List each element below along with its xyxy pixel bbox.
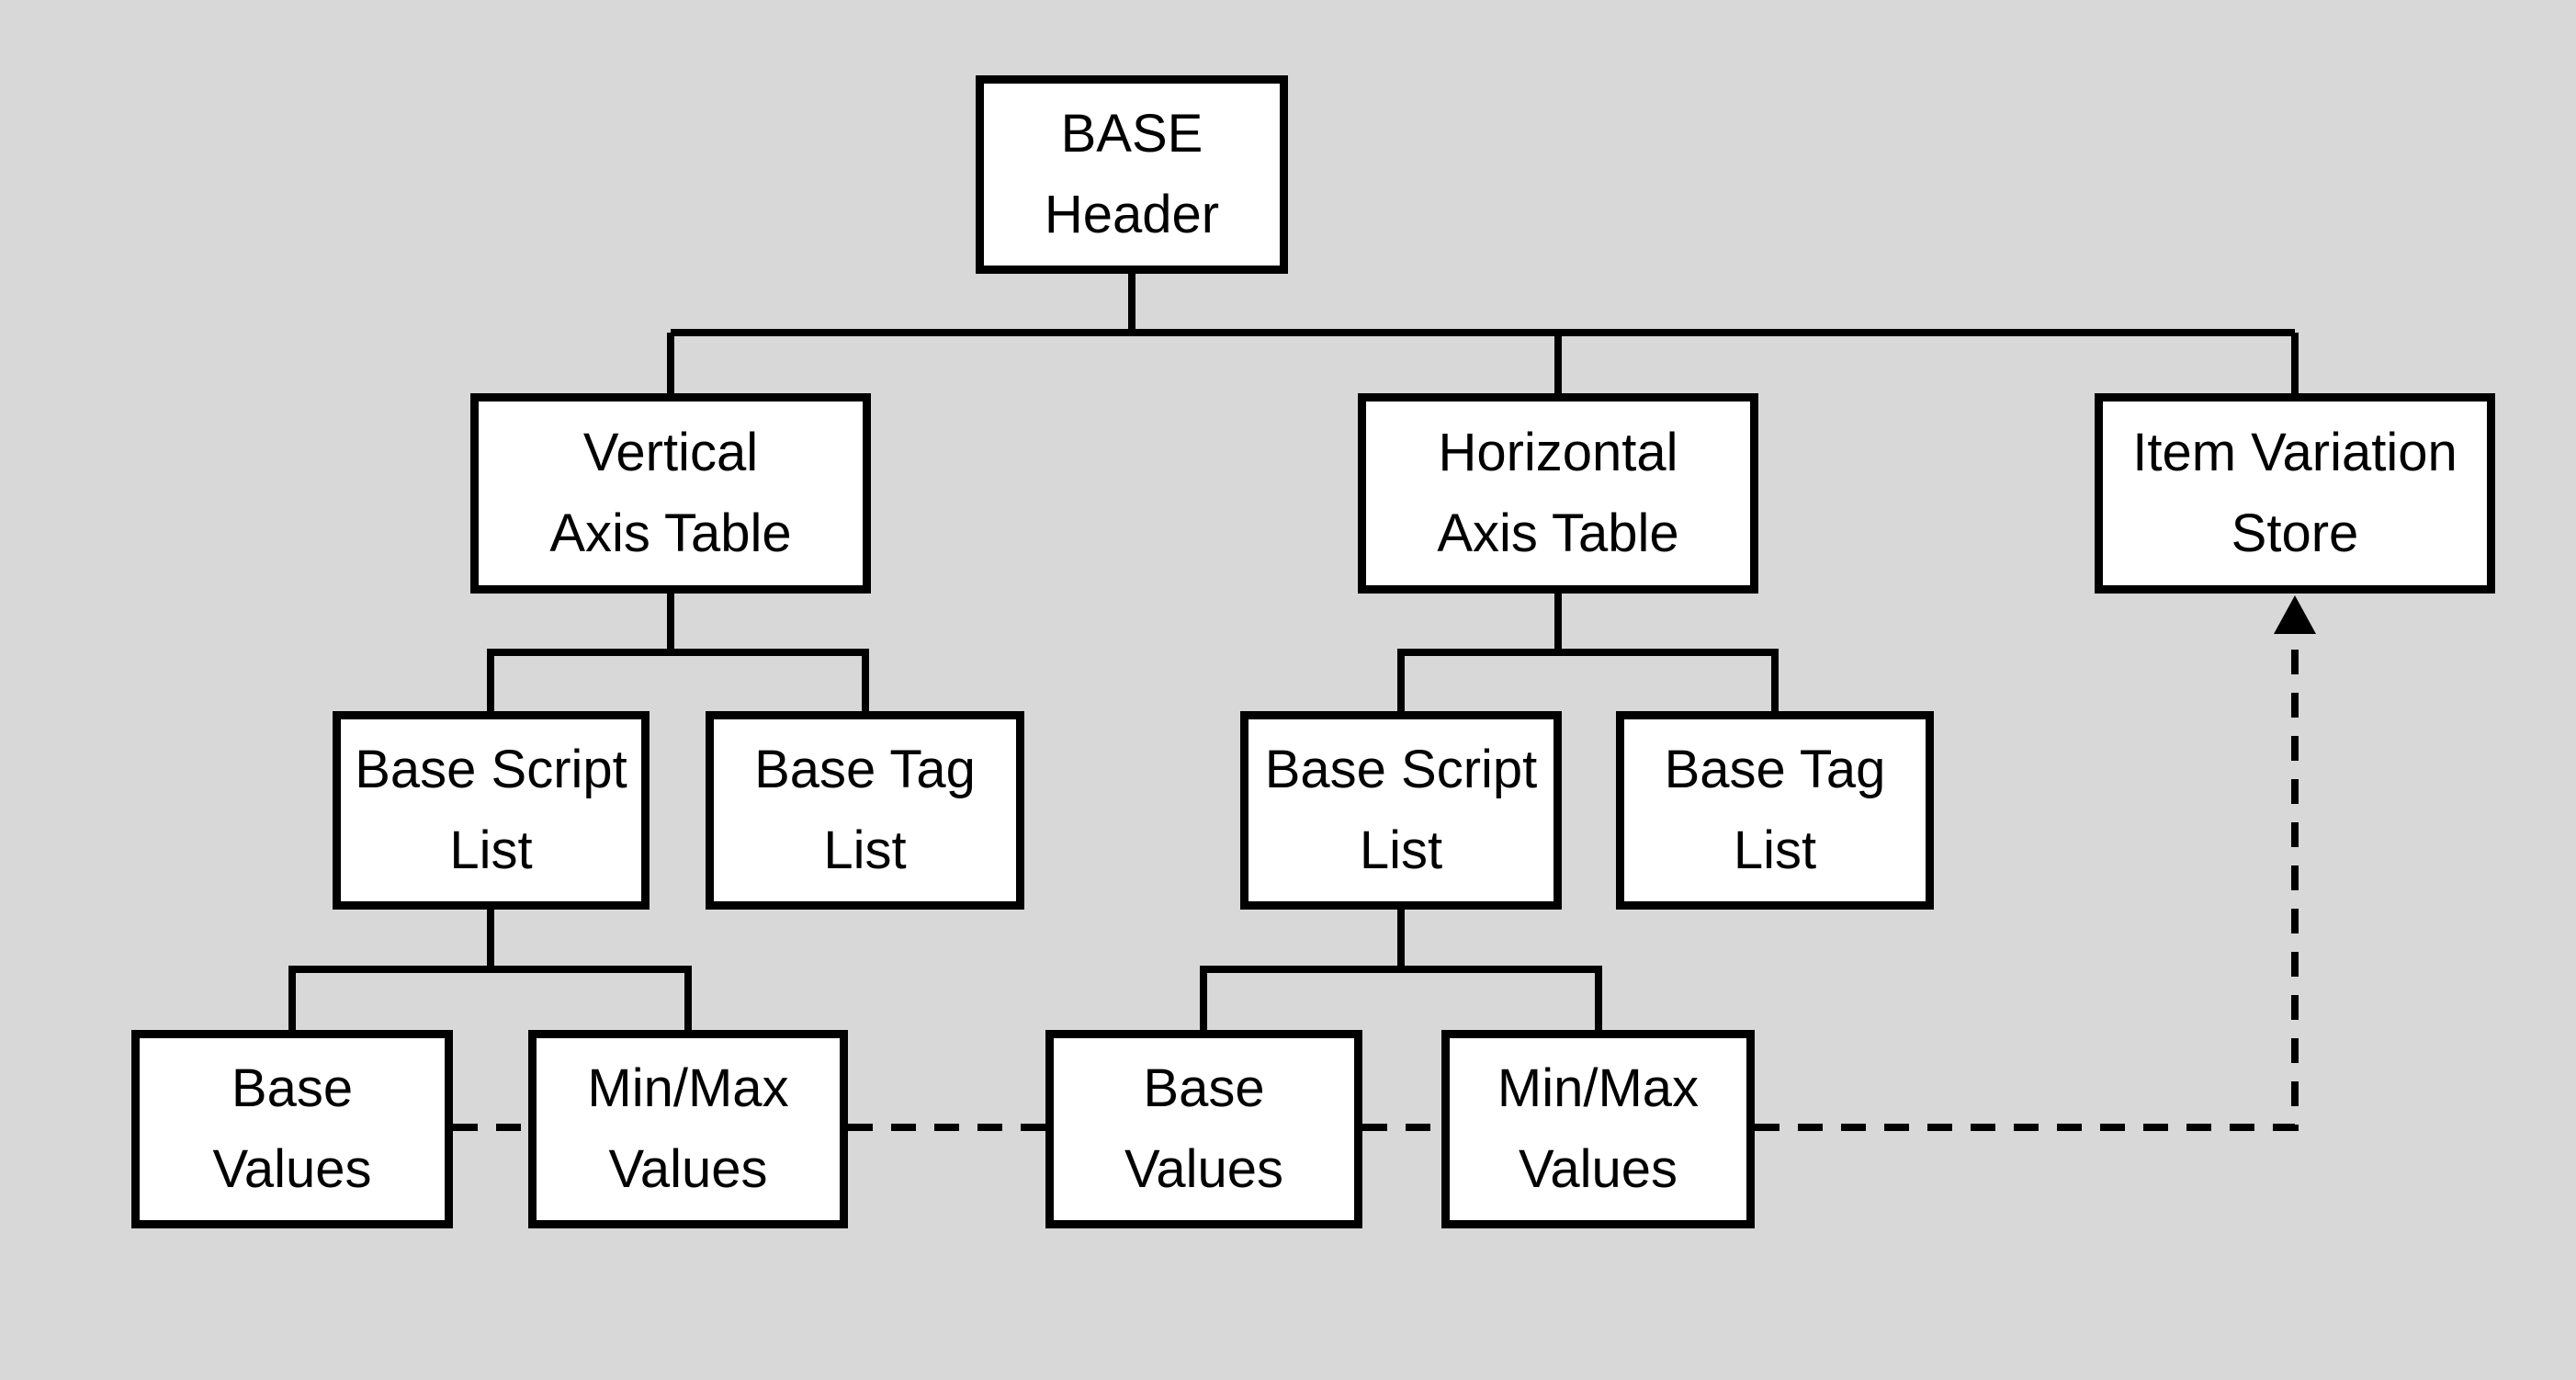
edge-hat-children-bar <box>1397 649 1779 711</box>
node-vertical-axis-table-label-line-1: Vertical <box>582 422 759 482</box>
node-base-tag-list-left-label-line-2: List <box>823 820 907 880</box>
node-vertical-axis-table-label-line-2: Axis Table <box>549 503 792 563</box>
node-item-variation-store-label-line-2: Store <box>2231 503 2359 563</box>
node-min-max-values-right-label-line-1: Min/Max <box>1497 1058 1700 1118</box>
edge-bsl-left-children-bar <box>288 966 692 1030</box>
node-base-values-right-label-line-1: Base <box>1143 1058 1265 1118</box>
node-item-variation-store-label-line-1: Item Variation <box>2132 422 2457 482</box>
node-base-tag-list-right-label-line-2: List <box>1733 820 1817 880</box>
node-min-max-values-left-label-line-2: Values <box>608 1139 768 1199</box>
node-base-tag-list-left-label-line-1: Base Tag <box>754 739 976 799</box>
node-base-header-label-line-1: BASE <box>1060 103 1203 164</box>
node-base-header: BASE Header <box>976 75 1288 274</box>
node-base-script-list-left-label-line-2: List <box>449 820 533 880</box>
node-base-values-right-label-line-2: Values <box>1124 1139 1284 1199</box>
node-base-tag-list-right-label-line-1: Base Tag <box>1664 739 1886 799</box>
node-base-script-list-right-label-line-1: Base Script <box>1264 739 1538 799</box>
dash-minmax-right-to-item-variation-store <box>1755 639 2299 1131</box>
node-base-values-left-label-line-2: Values <box>212 1139 372 1199</box>
node-horizontal-axis-table-label-line-2: Axis Table <box>1437 503 1679 563</box>
node-base-script-list-right-label-line-2: List <box>1359 820 1443 880</box>
node-base-values-left-label-line-1: Base <box>231 1058 354 1118</box>
node-base-header-label-line-2: Header <box>1044 185 1220 244</box>
node-min-max-values-left-label-line-1: Min/Max <box>587 1058 789 1118</box>
arrow-up-into-item-variation-store-icon <box>2274 595 2316 634</box>
node-horizontal-axis-table-label-line-1: Horizontal <box>1438 422 1678 482</box>
node-min-max-values-right-label-line-2: Values <box>1518 1139 1678 1199</box>
edge-bsl-right-children-bar <box>1200 966 1602 1030</box>
edge-vat-children-bar <box>487 649 869 711</box>
node-base-script-list-left-label-line-1: Base Script <box>355 739 627 799</box>
